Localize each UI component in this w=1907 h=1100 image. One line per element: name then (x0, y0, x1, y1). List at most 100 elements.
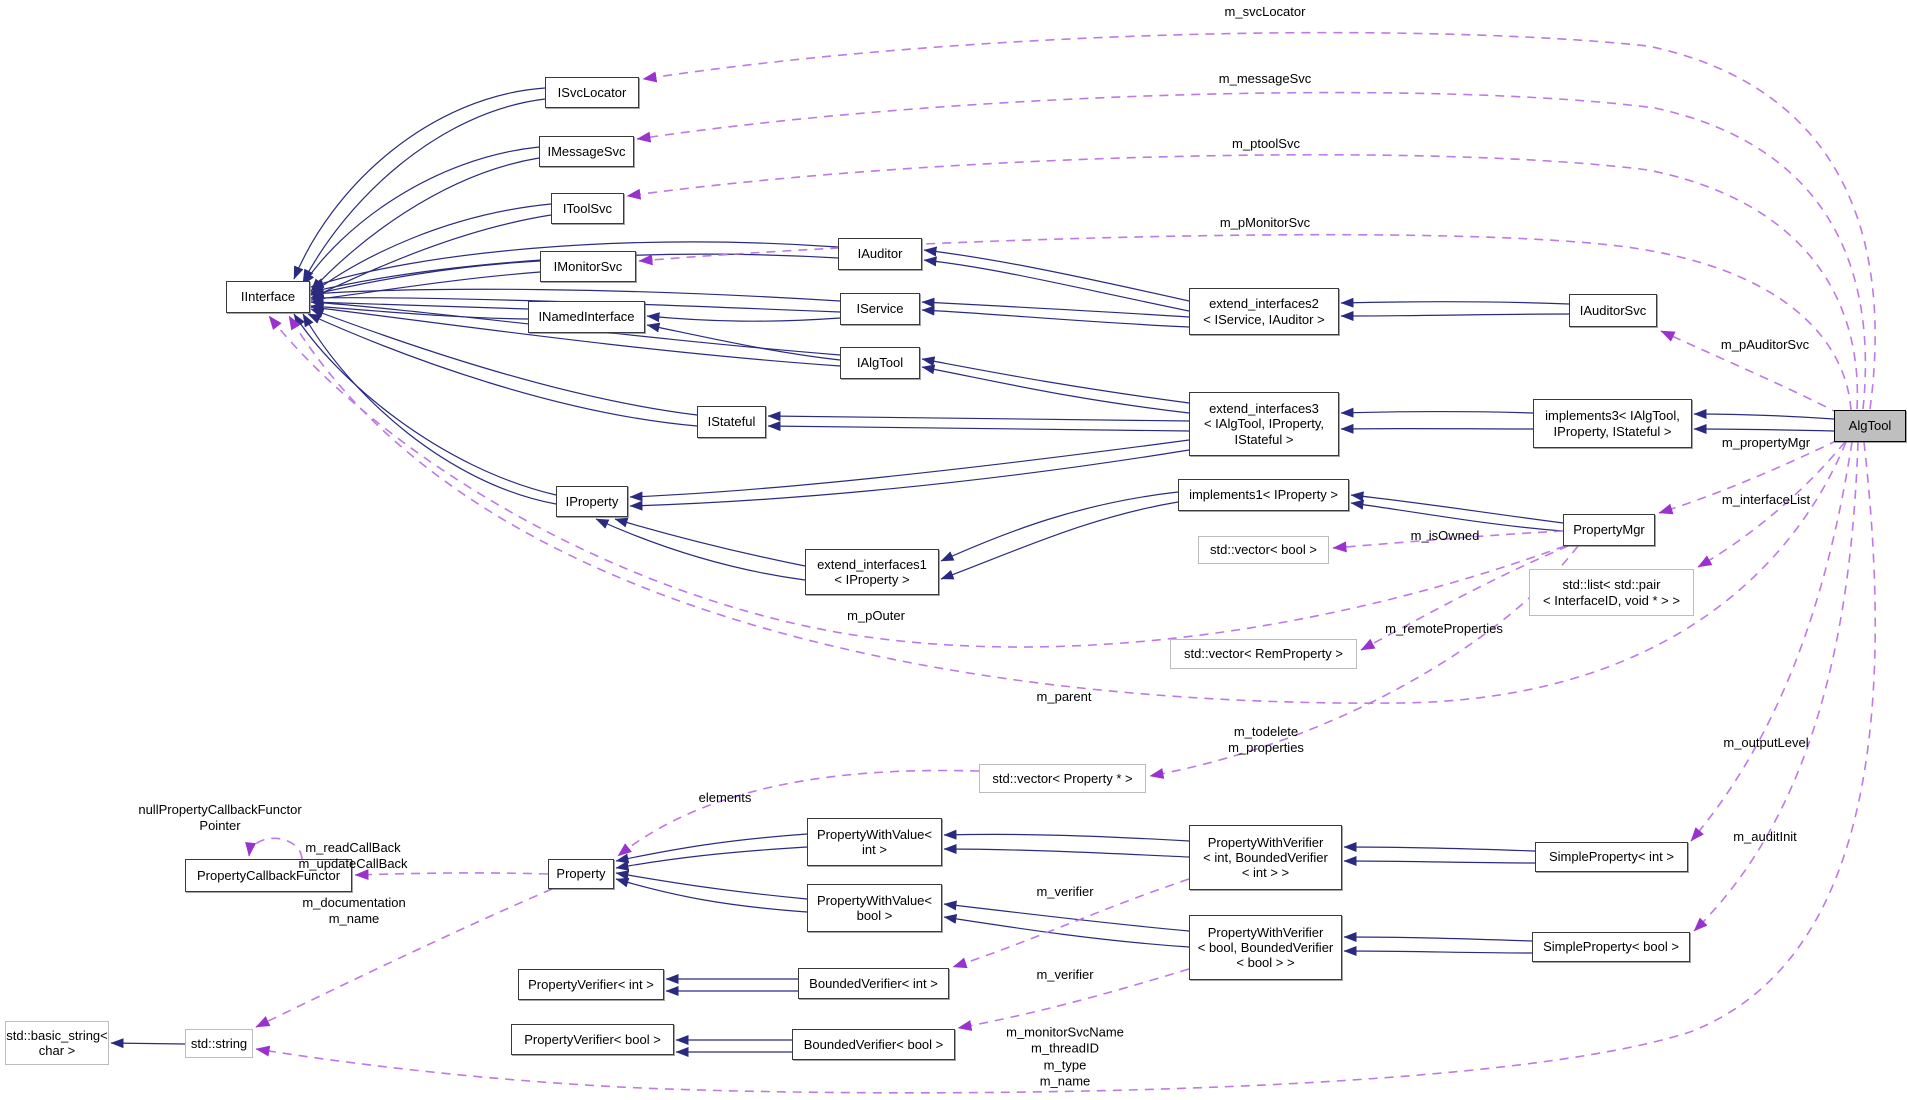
node-extend-interfaces2[interactable]: extend_interfaces2 < IService, IAuditor … (1189, 288, 1339, 335)
edge-label-m-interfacelist: m_interfaceList (1721, 491, 1811, 507)
edge-extend-interfaces3-to-istateful (767, 411, 1190, 432)
edge-iproperty-to-iinterface (293, 313, 557, 505)
edge-propertymgr-to-implements1 (1350, 491, 1564, 532)
edge-label-m-isowned: m_isOwned (1410, 527, 1480, 543)
node-istateful[interactable]: IStateful (697, 406, 766, 438)
edge-usage-m-interfacelist (1697, 441, 1846, 568)
node-boundedverifier-bool[interactable]: BoundedVerifier< bool > (792, 1029, 955, 1060)
node-imessagesvc[interactable]: IMessageSvc (539, 136, 634, 167)
edge-label-m-readcallback-m-updatecallback: m_readCallBack m_updateCallBack (298, 839, 408, 871)
node-propertywithverifier-bool[interactable]: PropertyWithVerifier < bool, BoundedVeri… (1189, 915, 1342, 980)
edge-propertywithverifier-bool-to-propertywithvalue-bool (943, 900, 1190, 948)
edge-propertywithvalue-bool-to-property (615, 870, 808, 913)
edge-imonitorsvc-to-iinterface (310, 260, 541, 304)
edge-label-m-documentation-m-name: m_documentation m_name (302, 894, 406, 926)
node-std-list-interfaceid: std::list< std::pair < InterfaceID, void… (1529, 569, 1694, 616)
edge-propertywithverifier-int-to-propertywithvalue-int (943, 829, 1190, 858)
edge-label-m-messagesvc: m_messageSvc (1218, 70, 1312, 86)
edge-usage-m-verifier-bool (957, 968, 1190, 1031)
edge-usage-m-parent (288, 315, 1847, 704)
edge-boundedverifier-bool-to-propertyverifier-bool (675, 1035, 792, 1057)
edge-usage-m-pouter (268, 315, 1566, 648)
node-imonitorsvc[interactable]: IMonitorSvc (540, 251, 636, 282)
edge-usage-elements (617, 769, 980, 857)
edge-iauditorsvc-to-extend-interfaces2 (1340, 297, 1570, 321)
edge-iservice-to-inamedinterface (646, 312, 841, 323)
edge-label-m-svclocator: m_svcLocator (1224, 3, 1306, 19)
edge-usage-m-svclocator (642, 31, 1876, 410)
node-algtool: AlgTool (1834, 410, 1906, 442)
edge-label-elements: elements (698, 789, 752, 805)
node-std-vector-property-ptr: std::vector< Property * > (979, 764, 1146, 793)
edge-usage-m-remoteproperties (1360, 545, 1569, 651)
node-extend-interfaces3[interactable]: extend_interfaces3 < IAlgTool, IProperty… (1189, 392, 1339, 456)
node-property[interactable]: Property (548, 859, 614, 889)
node-extend-interfaces1[interactable]: extend_interfaces1 < IProperty > (805, 549, 939, 595)
edge-istateful-to-iinterface (307, 308, 698, 427)
edge-isvclocator-to-iinterface (293, 87, 546, 283)
edge-usage-m-readcallback (354, 869, 549, 881)
edge-label-m-remoteproperties: m_remoteProperties (1385, 620, 1503, 636)
node-iproperty[interactable]: IProperty (556, 486, 628, 517)
edge-implements3-to-extend-interfaces3 (1340, 407, 1534, 434)
edge-label-nullpropertycallbackfunctor-pointer: nullPropertyCallbackFunctor Pointer (138, 801, 302, 833)
edge-label-m-monitorsvcname-m-threadid-m-type-m-name: m_monitorSvcName m_threadID m_type m_nam… (1006, 1024, 1124, 1089)
node-std-vector-bool: std::vector< bool > (1198, 536, 1329, 564)
edge-label-m-parent: m_parent (1036, 688, 1092, 704)
node-propertycallbackfunctor[interactable]: PropertyCallbackFunctor (185, 859, 352, 892)
node-isvclocator[interactable]: ISvcLocator (545, 77, 639, 108)
edge-simpleproperty-bool-to-propertywithverifier-bool (1343, 932, 1533, 957)
node-boundedverifier-int[interactable]: BoundedVerifier< int > (798, 968, 949, 999)
node-iinterface[interactable]: IInterface (226, 281, 310, 313)
edge-label-m-pmonitorsvc: m_pMonitorSvc (1219, 214, 1311, 230)
node-inamedinterface[interactable]: INamedInterface (528, 301, 645, 333)
edge-extend-interfaces3-to-iproperty (629, 439, 1190, 511)
node-implements1[interactable]: implements1< IProperty > (1178, 479, 1349, 511)
node-iauditorsvc[interactable]: IAuditorSvc (1569, 294, 1657, 327)
node-iauditor[interactable]: IAuditor (838, 238, 922, 270)
edge-usage-m-messagesvc (636, 91, 1867, 410)
edge-label-m-outputlevel: m_outputLevel (1723, 734, 1809, 750)
edge-extend-interfaces1-to-iproperty (595, 517, 806, 581)
edge-label-m-propertymgr: m_propertyMgr (1721, 434, 1811, 450)
node-itoolsvc[interactable]: IToolSvc (551, 193, 624, 224)
edge-inamedinterface-to-iinterface (310, 297, 529, 320)
node-propertyverifier-int[interactable]: PropertyVerifier< int > (518, 969, 664, 1000)
edge-implements1-to-extend-interfaces1 (940, 491, 1179, 580)
edge-simpleproperty-int-to-propertywithverifier-int (1343, 842, 1536, 867)
node-propertywithverifier-int[interactable]: PropertyWithVerifier < int, BoundedVerif… (1189, 825, 1342, 890)
edge-label-m-pauditorsvc: m_pAuditorSvc (1720, 336, 1810, 352)
edge-algtool-to-implements3 (1693, 409, 1835, 435)
edge-label-m-pouter: m_pOuter (847, 607, 905, 623)
node-propertywithvalue-bool[interactable]: PropertyWithValue< bool > (807, 884, 942, 932)
node-propertywithvalue-int[interactable]: PropertyWithValue< int > (807, 818, 942, 866)
node-std-string: std::string (185, 1029, 253, 1058)
edge-label-m-auditinit: m_auditInit (1733, 828, 1797, 844)
edge-boundedverifier-int-to-propertyverifier-int (665, 974, 798, 996)
edge-label-m-ptoolsvc: m_ptoolSvc (1232, 135, 1300, 151)
edge-label-m-todelete-m-properties: m_todelete m_properties (1228, 723, 1304, 755)
edge-extend-interfaces3-to-ialgtool (921, 356, 1190, 414)
node-ialgtool[interactable]: IAlgTool (840, 347, 920, 379)
edge-usage-m-documentation-m-name (255, 888, 553, 1028)
node-simpleproperty-bool[interactable]: SimpleProperty< bool > (1532, 932, 1690, 962)
edge-usage-m-propertymgr (1658, 439, 1839, 515)
edge-usage-m-ptoolsvc (626, 153, 1859, 410)
node-simpleproperty-int[interactable]: SimpleProperty< int > (1535, 842, 1688, 872)
edge-usage-m-pauditorsvc (1660, 330, 1841, 415)
node-iservice[interactable]: IService (840, 293, 920, 325)
node-propertymgr[interactable]: PropertyMgr (1563, 514, 1655, 546)
edge-usage-m-auditinit (1693, 441, 1859, 932)
edge-propertywithvalue-int-to-property (615, 833, 808, 871)
edge-ialgtool-to-inamedinterface (646, 322, 841, 361)
edge-imessagesvc-to-iinterface (302, 146, 540, 292)
node-std-vector-remproperty: std::vector< RemProperty > (1170, 639, 1357, 669)
node-implements3[interactable]: implements3< IAlgTool, IProperty, IState… (1533, 399, 1692, 448)
edge-usage-m-outputlevel (1690, 441, 1853, 842)
edge-extend-interfaces2-to-iservice (921, 297, 1190, 328)
edge-usage-m-monitorsvcname-threadid-type-name (255, 441, 1876, 1094)
node-propertyverifier-bool[interactable]: PropertyVerifier< bool > (511, 1024, 674, 1055)
edge-usage-nullpropertycallbackfunctorpointer (245, 837, 303, 860)
edge-usage-m-isowned (1332, 530, 1564, 553)
